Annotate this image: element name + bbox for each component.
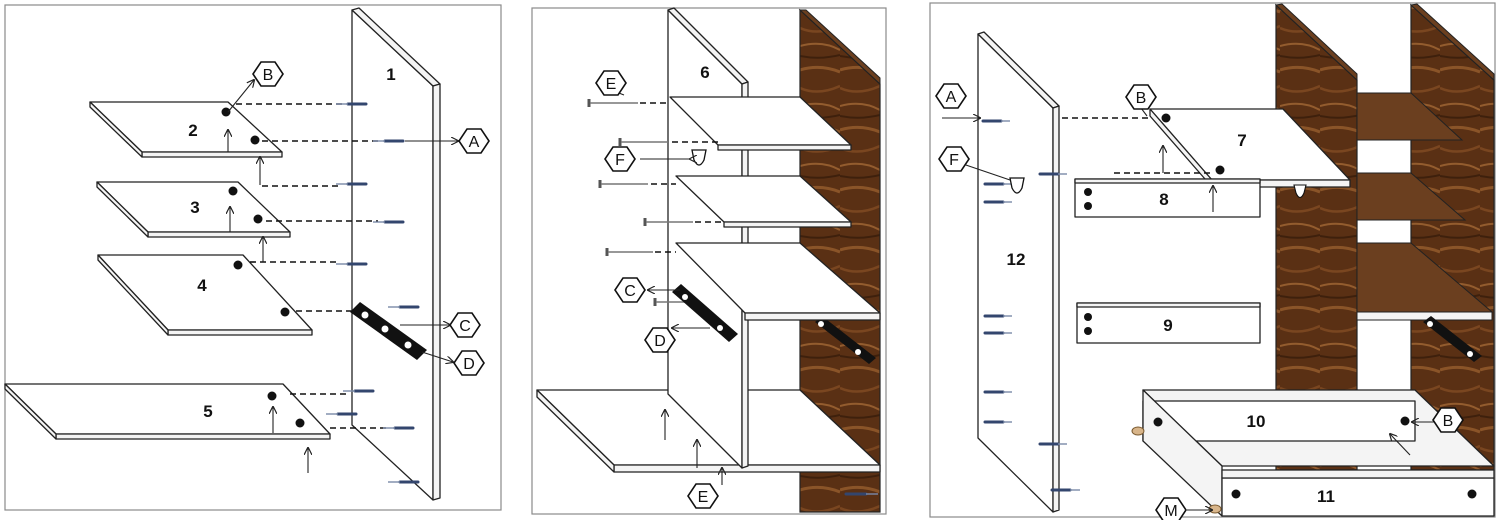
- up-arrows-middle: [665, 410, 722, 485]
- callout-m-right: M: [1155, 497, 1187, 520]
- leader-d-left: [421, 351, 453, 362]
- metal-bracket-middle: [672, 284, 738, 342]
- wooden-shelves-right: [1356, 92, 1494, 321]
- part-number-4: 4: [197, 276, 207, 295]
- part-number-11: 11: [1317, 487, 1335, 506]
- side-board-12: [977, 31, 1060, 513]
- plinth-board-11: [1221, 469, 1495, 517]
- panel-middle: E F C D E 6: [531, 7, 887, 515]
- metal-bracket-on-wood-middle: [815, 316, 876, 364]
- callout-a-right: A: [935, 83, 967, 109]
- leader-b-left: [227, 80, 254, 113]
- dowel-holes-left: [221, 107, 305, 428]
- plinth-board-10: [1142, 389, 1495, 517]
- part-number-1: 1: [386, 65, 395, 84]
- callout-e-bottom-middle: E: [687, 483, 719, 509]
- metal-bracket-on-wood-right: [1423, 316, 1482, 362]
- callout-d-middle: D: [644, 327, 676, 353]
- svg-text:C: C: [459, 318, 471, 335]
- svg-text:M: M: [1164, 503, 1177, 520]
- callout-f-middle: F: [604, 146, 636, 172]
- dowel-icon-right-b: [1208, 504, 1222, 514]
- dowel-holes-right: [1084, 113, 1477, 499]
- callout-b-left: B: [252, 61, 284, 87]
- rail-board-9: [1076, 302, 1261, 344]
- screws-right: [981, 119, 1080, 492]
- leader-f-right: [959, 162, 1011, 181]
- svg-text:E: E: [606, 76, 617, 93]
- up-arrow-right-c: [1390, 434, 1411, 456]
- svg-text:A: A: [469, 134, 480, 151]
- callout-c-middle: C: [614, 277, 646, 303]
- shelf-middle-second: [675, 175, 852, 228]
- callout-b-bottom-right: B: [1432, 407, 1464, 433]
- callout-a-left: A: [458, 128, 490, 154]
- callout-b-top-right: B: [1125, 84, 1157, 110]
- svg-text:B: B: [1136, 90, 1147, 107]
- dowel-icon-right-a: [1131, 426, 1145, 436]
- screws-left: [326, 102, 420, 484]
- callout-f-right: F: [938, 146, 970, 172]
- svg-text:D: D: [654, 333, 666, 350]
- panel-right: A B F B M 7 8 9 10 11 12: [929, 2, 1496, 520]
- svg-text:A: A: [946, 89, 957, 106]
- svg-text:B: B: [263, 67, 274, 84]
- part-number-2: 2: [188, 121, 197, 140]
- callout-e-top-middle: E: [595, 70, 627, 96]
- rail-board-8: [1074, 178, 1261, 218]
- panel-left: B A C D 1 2 3 4 5: [4, 4, 502, 511]
- svg-text:B: B: [1443, 413, 1454, 430]
- shelf-pin-icon-right: [1009, 177, 1025, 194]
- shelf-pin-icon-right-b: [1293, 184, 1307, 199]
- part-number-10: 10: [1247, 412, 1266, 431]
- shelf-middle-top: [669, 96, 852, 151]
- callout-d-left: D: [453, 350, 485, 376]
- part-number-9: 9: [1163, 316, 1172, 335]
- alignment-lines-left: [236, 103, 390, 429]
- svg-text:E: E: [698, 489, 709, 506]
- svg-text:C: C: [624, 283, 636, 300]
- side-board-1: [351, 7, 441, 501]
- part-number-3: 3: [190, 198, 199, 217]
- svg-text:D: D: [463, 356, 475, 373]
- shelf-2: [89, 101, 283, 158]
- callout-c-left: C: [449, 312, 481, 338]
- part-number-8: 8: [1159, 190, 1168, 209]
- part-number-6: 6: [700, 63, 709, 82]
- shelf-3: [96, 181, 291, 238]
- part-number-5: 5: [203, 402, 212, 421]
- nails-middle: [587, 99, 878, 496]
- shelf-5: [4, 383, 331, 440]
- svg-text:F: F: [615, 152, 625, 169]
- alignment-lines-middle: [640, 102, 724, 253]
- shelf-middle-third: [675, 242, 881, 321]
- shelf-4: [97, 254, 313, 336]
- metal-bracket-left: [350, 302, 427, 360]
- part-number-7: 7: [1237, 131, 1246, 150]
- part-number-12: 12: [1007, 250, 1026, 269]
- svg-text:F: F: [949, 152, 959, 169]
- up-arrows-left: [228, 130, 308, 473]
